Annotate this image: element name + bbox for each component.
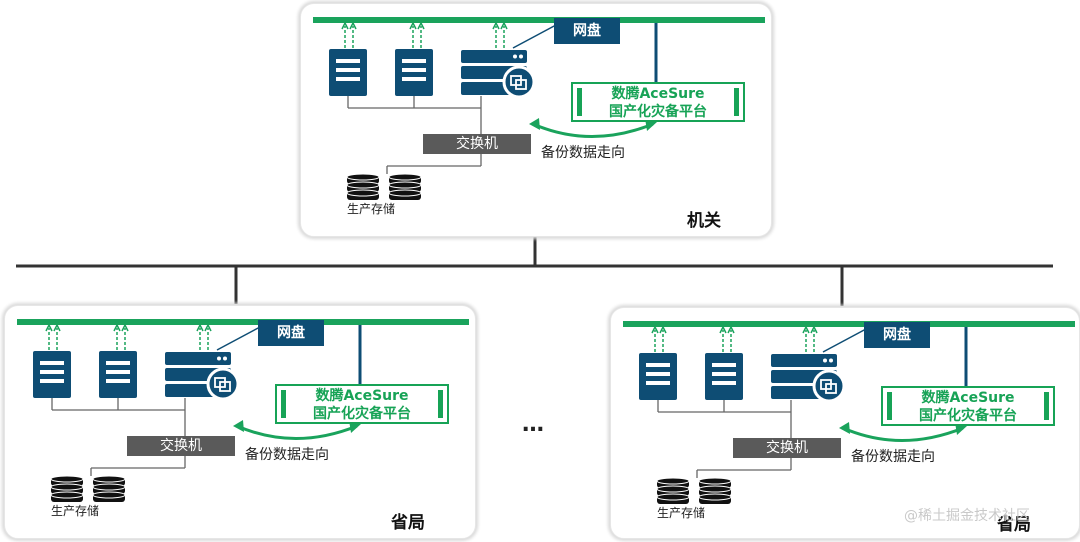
dashed-arrow-icon xyxy=(349,21,357,48)
storage-icon xyxy=(388,173,422,200)
disk-label: 网盘 xyxy=(864,322,930,348)
panel-province-1: 网盘 数腾AceSure 国产化灾备平台 交换机 备份数据走向 生产存储 省局 xyxy=(4,305,476,539)
dashed-arrow-icon xyxy=(417,21,425,48)
platform-box: 数腾AceSure 国产化灾备平台 xyxy=(881,386,1055,426)
dashed-arrow-icon xyxy=(802,325,810,352)
switch-label: 交换机 xyxy=(733,438,841,458)
storage-label: 生产存储 xyxy=(657,506,706,520)
platform-bar-left xyxy=(577,88,582,116)
server-disk-link xyxy=(512,24,557,49)
server-icon xyxy=(705,353,743,400)
backup-flow-label: 备份数据走向 xyxy=(541,145,625,161)
platform-box: 数腾AceSure 国产化灾备平台 xyxy=(275,384,449,424)
switch-label: 交换机 xyxy=(423,134,531,154)
platform-name: 数腾AceSure xyxy=(611,86,705,102)
server-icon xyxy=(99,351,137,398)
panel-headquarters: 网盘 数腾AceSure 国产化灾备平台 交换机 备份数据走向 生产存储 机关 xyxy=(300,3,772,237)
storage-icon xyxy=(346,173,380,200)
storage-tree-lines xyxy=(386,154,482,174)
region-label: 省局 xyxy=(391,513,425,533)
platform-bar-right xyxy=(734,88,739,116)
storage-label: 生产存储 xyxy=(347,202,396,216)
dashed-arrow-icon xyxy=(121,323,129,350)
storage-icon xyxy=(50,475,84,502)
backup-server-icon xyxy=(461,50,536,99)
dashed-arrow-icon xyxy=(500,21,508,48)
disk-label: 网盘 xyxy=(554,18,620,44)
storage-label: 生产存储 xyxy=(51,504,100,518)
platform-subtitle: 国产化灾备平台 xyxy=(313,406,411,422)
network-bar xyxy=(623,321,1075,327)
server-disk-link xyxy=(822,328,867,353)
disk-label: 网盘 xyxy=(258,320,324,346)
server-icon xyxy=(329,49,367,96)
dashed-arrow-icon xyxy=(651,325,659,352)
dashed-arrow-icon xyxy=(659,325,667,352)
backup-flow-label: 备份数据走向 xyxy=(245,447,329,463)
region-label: 机关 xyxy=(687,211,721,231)
storage-icon xyxy=(698,477,732,504)
dashed-arrow-icon xyxy=(196,323,204,350)
backup-server-icon xyxy=(771,354,846,403)
server-icon xyxy=(639,353,677,400)
panel-graphics xyxy=(17,319,469,502)
switch-label: 交换机 xyxy=(127,436,235,456)
dashed-arrow-icon xyxy=(113,323,121,350)
platform-subtitle: 国产化灾备平台 xyxy=(609,104,707,120)
storage-icon xyxy=(92,475,126,502)
platform-box: 数腾AceSure 国产化灾备平台 xyxy=(571,82,745,122)
backup-flow-label: 备份数据走向 xyxy=(851,449,935,465)
platform-subtitle: 国产化灾备平台 xyxy=(919,408,1017,424)
platform-bar-left xyxy=(887,392,892,420)
watermark: @稀土掘金技术社区 xyxy=(904,508,1030,524)
server-tree-lines xyxy=(51,398,186,436)
platform-bar-right xyxy=(1044,392,1049,420)
panel-graphics xyxy=(313,17,765,200)
more-regions-ellipsis: … xyxy=(522,412,545,437)
platform-name: 数腾AceSure xyxy=(315,388,409,404)
storage-icon xyxy=(656,477,690,504)
server-tree-lines xyxy=(347,96,482,134)
server-disk-link xyxy=(216,326,261,351)
dashed-arrow-icon xyxy=(810,325,818,352)
dashed-arrow-icon xyxy=(492,21,500,48)
platform-bar-right xyxy=(438,390,443,418)
server-icon xyxy=(395,49,433,96)
platform-bar-left xyxy=(281,390,286,418)
backup-server-icon xyxy=(165,352,240,401)
storage-tree-lines xyxy=(696,458,792,478)
server-tree-lines xyxy=(657,400,792,438)
dashed-arrow-icon xyxy=(719,325,727,352)
dashed-arrow-icon xyxy=(727,325,735,352)
panel-graphics xyxy=(623,321,1075,504)
region-label: 省局 xyxy=(997,515,1031,535)
server-icon xyxy=(33,351,71,398)
dashed-arrow-icon xyxy=(409,21,417,48)
network-bar xyxy=(313,17,765,23)
storage-tree-lines xyxy=(90,456,186,476)
dashed-arrow-icon xyxy=(45,323,53,350)
platform-name: 数腾AceSure xyxy=(921,390,1015,406)
dashed-arrow-icon xyxy=(204,323,212,350)
dashed-arrow-icon xyxy=(341,21,349,48)
dashed-arrow-icon xyxy=(53,323,61,350)
panel-province-2: 网盘 数腾AceSure 国产化灾备平台 交换机 备份数据走向 生产存储 省局 xyxy=(610,307,1080,539)
network-bar xyxy=(17,319,469,325)
